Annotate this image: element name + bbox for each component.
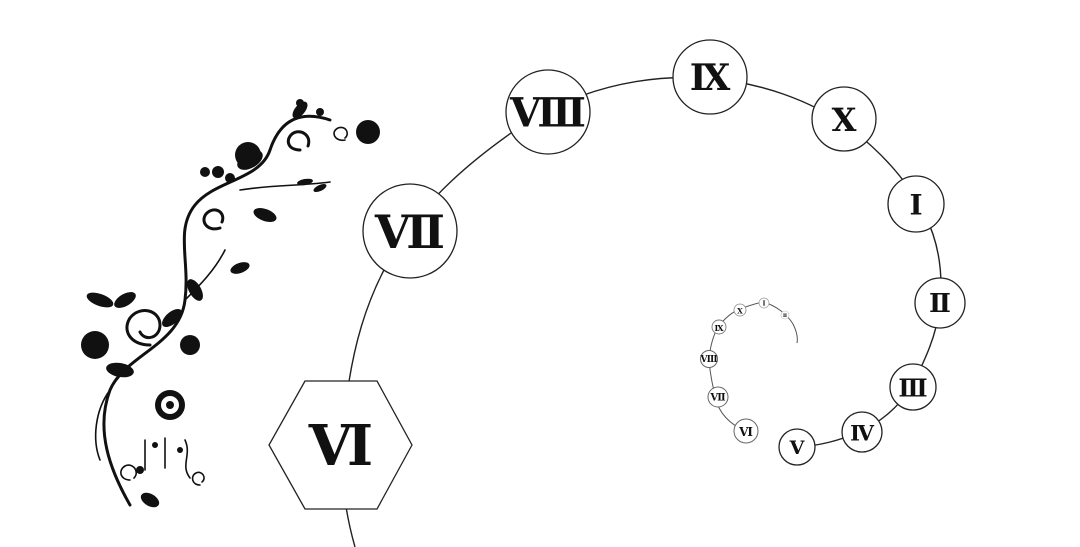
small-node-ix[interactable]: Ⅸ bbox=[711, 319, 727, 335]
node-ix[interactable]: Ⅸ bbox=[672, 39, 748, 115]
numeral-label: Ⅸ bbox=[714, 323, 723, 333]
numeral-label: Ⅵ bbox=[308, 413, 373, 479]
numeral-label: Ⅸ bbox=[690, 57, 731, 99]
small-node-ii[interactable]: Ⅱ bbox=[780, 310, 790, 320]
hexagon-node-shape bbox=[268, 380, 413, 510]
small-node-i[interactable]: Ⅰ bbox=[758, 297, 770, 309]
node-iv[interactable]: Ⅳ bbox=[841, 411, 883, 453]
node-iii[interactable]: Ⅲ bbox=[889, 363, 937, 411]
numeral-label: Ⅱ bbox=[783, 313, 787, 319]
node-v[interactable]: Ⅴ bbox=[778, 428, 816, 466]
small-node-vi[interactable]: Ⅵ bbox=[733, 418, 759, 444]
node-vii[interactable]: Ⅶ bbox=[362, 183, 458, 279]
numeral-label: Ⅶ bbox=[709, 393, 725, 404]
numeral-label: Ⅹ bbox=[832, 101, 857, 139]
node-i[interactable]: Ⅰ bbox=[887, 175, 945, 233]
numeral-label: Ⅲ bbox=[898, 374, 927, 403]
node-ii[interactable]: Ⅱ bbox=[914, 277, 966, 329]
numeral-label: Ⅴ bbox=[789, 437, 806, 459]
small-node-x[interactable]: Ⅹ bbox=[733, 303, 747, 317]
numeral-label: Ⅱ bbox=[929, 289, 951, 319]
numeral-label: Ⅰ bbox=[909, 189, 922, 222]
floral-vine-ornament-icon bbox=[81, 99, 380, 508]
numeral-label: Ⅰ bbox=[763, 301, 766, 308]
numeral-label: Ⅶ bbox=[374, 205, 445, 259]
small-node-vii[interactable]: Ⅶ bbox=[707, 386, 729, 408]
node-x[interactable]: Ⅹ bbox=[811, 86, 877, 152]
small-node-viii[interactable]: Ⅷ bbox=[699, 350, 718, 368]
node-vi[interactable]: Ⅵ bbox=[268, 380, 413, 510]
numeral-label: Ⅹ bbox=[737, 307, 743, 316]
numeral-label: Ⅵ bbox=[738, 425, 753, 439]
numeral-label: Ⅷ bbox=[699, 355, 717, 365]
numeral-label: Ⅳ bbox=[850, 421, 875, 446]
node-viii[interactable]: Ⅷ bbox=[505, 69, 591, 155]
numeral-label: Ⅷ bbox=[509, 90, 586, 137]
